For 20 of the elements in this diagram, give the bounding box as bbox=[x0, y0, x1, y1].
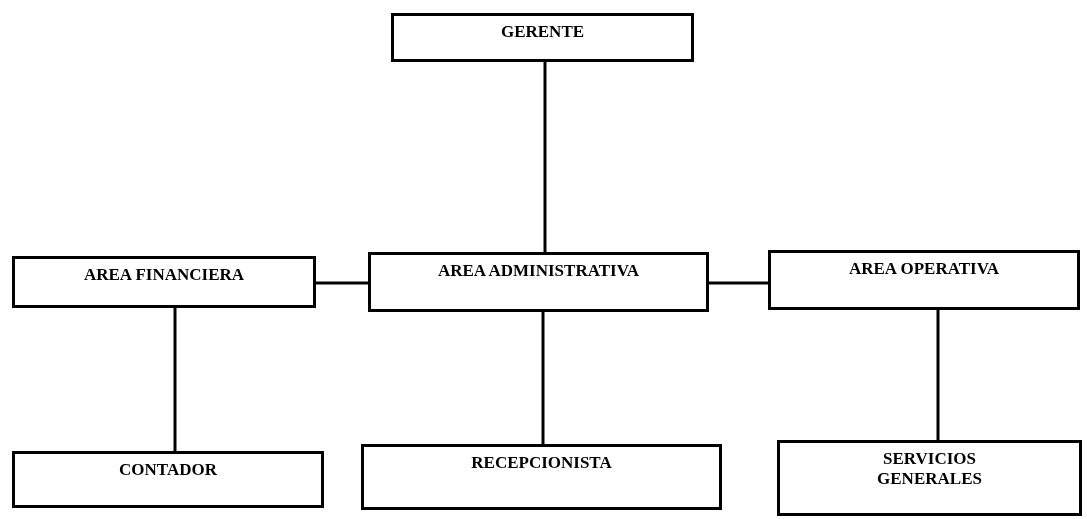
role-label: AREA OPERATIVA bbox=[848, 259, 999, 279]
connector-line bbox=[543, 62, 547, 252]
org-box bbox=[391, 13, 694, 62]
connector-line bbox=[173, 308, 177, 451]
connector-line bbox=[936, 310, 940, 440]
role-label: AREA ADMINISTRATIVA bbox=[437, 261, 640, 281]
role-label: SERVICIOS GENERALES bbox=[876, 449, 983, 489]
org-box bbox=[768, 250, 1080, 310]
role-label: RECEPCIONISTA bbox=[471, 453, 612, 473]
connector-line bbox=[709, 281, 768, 285]
connector-line bbox=[541, 312, 545, 444]
org-box bbox=[368, 252, 709, 312]
org-box bbox=[12, 256, 316, 308]
role-label: CONTADOR bbox=[119, 460, 217, 480]
role-label: AREA FINANCIERA bbox=[83, 265, 245, 285]
role-label: GERENTE bbox=[500, 22, 585, 42]
org-box bbox=[12, 451, 324, 508]
org-box bbox=[361, 444, 722, 510]
connector-line bbox=[316, 281, 368, 285]
org-box bbox=[777, 440, 1082, 516]
